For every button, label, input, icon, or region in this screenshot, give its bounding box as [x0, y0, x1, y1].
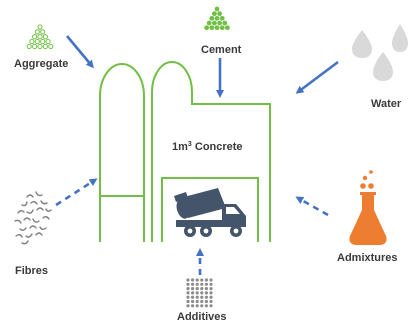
truck-window — [226, 207, 240, 214]
arrow-aggregate — [66, 35, 94, 69]
batching-plant-building — [151, 61, 271, 242]
admixtures-label: Admixtures — [337, 252, 398, 264]
additives-label: Additives — [177, 311, 227, 323]
arrow-admixtures — [295, 196, 329, 217]
concrete-label: 1m3 Concrete — [172, 141, 243, 153]
silo-left — [99, 63, 145, 242]
fibres-icon — [14, 191, 52, 245]
aggregate-pile-icon — [26, 24, 54, 50]
flask-icon — [349, 170, 387, 245]
fibres-label: Fibres — [15, 265, 48, 277]
arrow-fibres — [55, 178, 98, 207]
cement-label: Cement — [201, 44, 242, 56]
concrete-mixer-truck-icon — [174, 188, 246, 237]
cement-pile-icon — [204, 6, 230, 31]
additives-grid-icon — [186, 278, 213, 308]
arrow-water — [295, 60, 339, 94]
water-label: Water — [371, 98, 402, 110]
water-drops-icon — [352, 24, 408, 81]
aggregate-label: Aggregate — [14, 58, 68, 70]
